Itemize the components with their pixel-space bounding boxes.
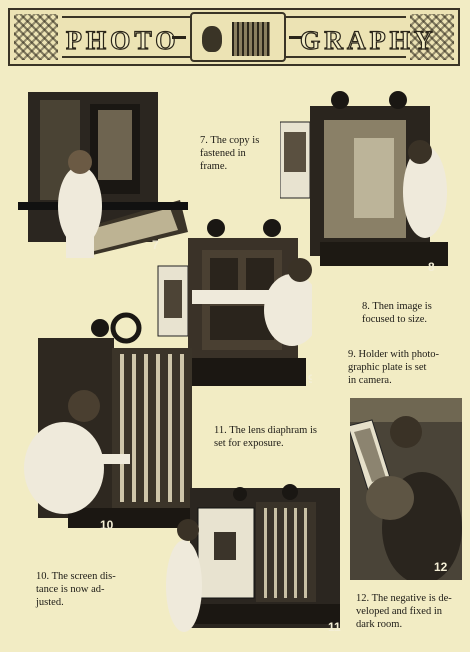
photo-9-illustration: [157, 219, 312, 386]
photo-7-illustration: [18, 92, 188, 258]
photo-10-number: 10: [100, 518, 114, 532]
caption-10: 10. The screen dis- tance is now ad- jus…: [36, 570, 156, 609]
caption-10-line1: The screen dis-: [51, 571, 116, 582]
photo-12: 12: [350, 398, 462, 580]
title-dash-right: [289, 36, 303, 39]
caption-7-line1: The copy is: [210, 135, 260, 146]
title-graphy: GRAPHY: [299, 25, 437, 55]
photo-8-number: 8: [428, 260, 435, 274]
caption-12-line2: veloped and fixed in: [356, 606, 443, 617]
ornament-right: [410, 14, 454, 60]
caption-7-number: 7.: [200, 135, 208, 146]
caption-12-line3: dark room.: [356, 619, 403, 630]
caption-8-line1: Then image is: [372, 301, 432, 312]
caption-10-line2: tance is now ad-: [36, 584, 105, 595]
caption-7: 7. The copy is fastened in frame.: [200, 134, 280, 173]
caption-9-line3: in camera.: [348, 375, 392, 386]
camera-bellows-icon: [232, 22, 270, 56]
title-dash-left: [172, 36, 186, 39]
photo-8-illustration: [280, 91, 448, 266]
caption-12: 12. The negative is de- veloped and fixe…: [356, 592, 466, 631]
caption-9-line1: Holder with photo-: [358, 349, 440, 360]
photo-7: 7: [10, 82, 190, 260]
photo-8: 8: [280, 82, 450, 278]
photo-12-number: 12: [434, 560, 448, 574]
photo-11-illustration: [166, 484, 340, 632]
photo-9-number: 9: [308, 372, 312, 386]
caption-12-line1: The negative is de-: [371, 593, 452, 604]
banner-medallion: [190, 12, 286, 62]
caption-8-number: 8.: [362, 301, 370, 312]
photo-7-number: 7: [152, 238, 159, 252]
caption-9-number: 9.: [348, 349, 356, 360]
caption-9: 9. Holder with photo- graphic plate is s…: [348, 348, 464, 387]
photo-10-illustration: [24, 312, 198, 528]
ornament-left: [14, 14, 58, 60]
header-banner: PHOTO GRAPHY: [8, 8, 460, 66]
photo-11: 11: [160, 478, 346, 638]
caption-11: 11. The lens diaphram is set for exposur…: [214, 424, 334, 450]
caption-12-number: 12.: [356, 593, 370, 604]
caption-11-line1: The lens diaphram is: [229, 425, 317, 436]
photo-10: 10: [8, 308, 198, 536]
caption-11-line2: set for exposure.: [214, 438, 284, 449]
photo-12-illustration: [350, 398, 462, 580]
caption-10-number: 10.: [36, 571, 50, 582]
photo-9: 9: [152, 214, 312, 394]
photographer-silhouette: [202, 26, 222, 52]
caption-9-line2: graphic plate is set: [348, 362, 427, 373]
caption-7-line3: frame.: [200, 161, 228, 172]
caption-8-line2: focused to size.: [362, 314, 428, 325]
photo-11-number: 11: [328, 620, 341, 634]
caption-10-line3: justed.: [36, 597, 64, 608]
caption-8: 8. Then image is focused to size.: [362, 300, 462, 326]
caption-7-line2: fastened in: [200, 148, 246, 159]
title-photo: PHOTO: [65, 25, 180, 55]
caption-11-number: 11.: [214, 425, 227, 436]
